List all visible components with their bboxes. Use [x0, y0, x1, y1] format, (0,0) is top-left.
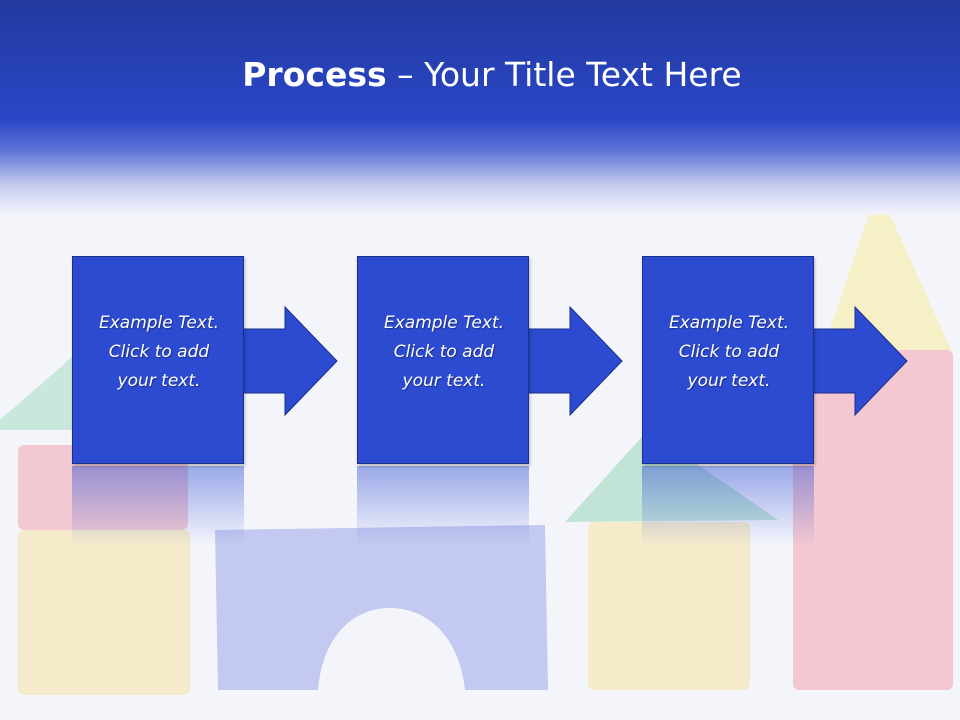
step-line: your text.: [117, 371, 201, 391]
slide-title[interactable]: Process – Your Title Text Here: [0, 52, 960, 98]
step-line: Example Text.: [98, 313, 220, 333]
process-step-3[interactable]: Example Text. Click to add your text.: [642, 256, 814, 464]
header-band: [0, 0, 960, 215]
step-reflection: [72, 466, 244, 546]
step-reflection: [357, 466, 529, 546]
step-reflection: [642, 466, 814, 546]
step-line: Click to add: [678, 342, 780, 362]
step-line: Example Text.: [383, 313, 505, 333]
step-line: Click to add: [393, 342, 495, 362]
step-line: Click to add: [108, 342, 210, 362]
step-line: Example Text.: [668, 313, 790, 333]
process-step-1[interactable]: Example Text. Click to add your text.: [72, 256, 244, 464]
step-text: Example Text. Click to add your text.: [73, 309, 245, 396]
step-line: your text.: [687, 371, 771, 391]
red-tall-block: [793, 350, 953, 690]
arrow-right-icon: [810, 305, 908, 417]
red-block-left: [18, 445, 188, 530]
title-rest: – Your Title Text Here: [386, 55, 742, 94]
step-line: your text.: [402, 371, 486, 391]
arrow-right-icon: [240, 305, 338, 417]
arrow-right-icon: [525, 305, 623, 417]
yellow-block-left: [18, 530, 190, 695]
blue-arch-block: [215, 525, 548, 690]
green-roof-right: [565, 430, 778, 522]
title-bold: Process: [242, 55, 387, 94]
process-step-2[interactable]: Example Text. Click to add your text.: [357, 256, 529, 464]
step-text: Example Text. Click to add your text.: [358, 309, 530, 396]
yellow-block-right: [588, 522, 750, 690]
step-text: Example Text. Click to add your text.: [643, 309, 815, 396]
